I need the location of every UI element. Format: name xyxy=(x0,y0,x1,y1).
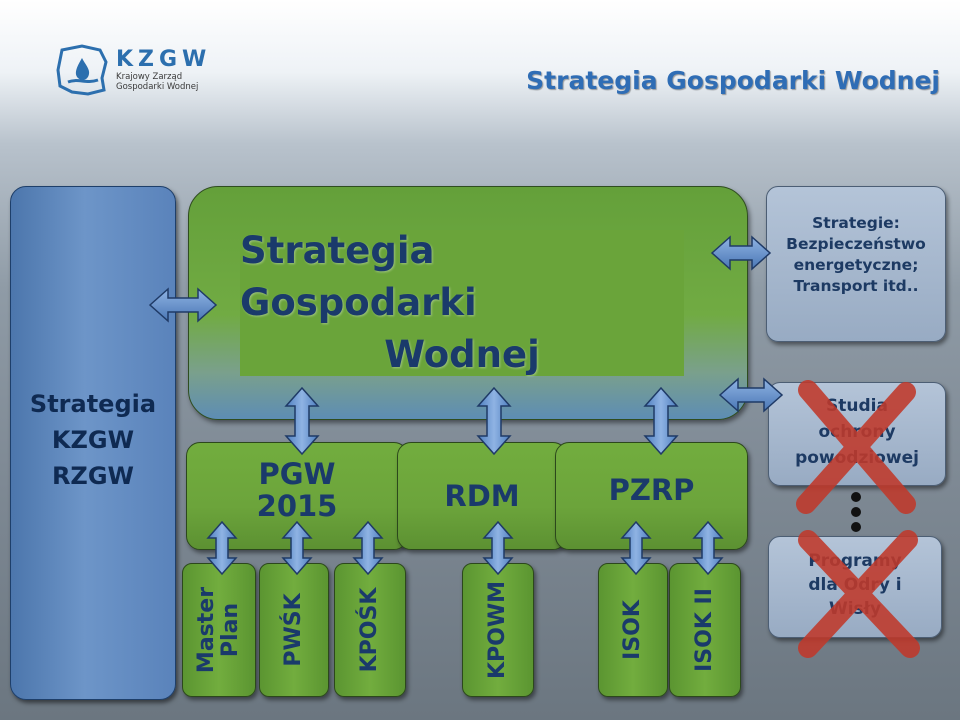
double-arrow-horizontal-icon xyxy=(718,377,784,413)
double-arrow-vertical-icon xyxy=(206,520,238,576)
isok2-box: ISOK II xyxy=(669,563,741,697)
red-cross-icon xyxy=(798,530,920,658)
double-arrow-vertical-icon xyxy=(482,520,514,576)
pgw-box: PGW 2015 xyxy=(186,442,408,550)
other-strategies-box: Strategie: Bezpieczeństwo energetyczne; … xyxy=(766,186,946,342)
ellipsis-dots-icon xyxy=(851,492,861,532)
double-arrow-vertical-icon xyxy=(476,386,512,456)
rdm-box: RDM xyxy=(397,442,567,550)
red-cross-icon xyxy=(796,380,916,514)
logo-subtitle-line2: Gospodarki Wodnej xyxy=(116,82,199,92)
kzgw-strategy-label: Strategia KZGW RZGW xyxy=(29,390,157,490)
page-title: Strategia Gospodarki Wodnej xyxy=(526,66,940,95)
kpowm-box: KPOWM xyxy=(462,563,534,697)
logo-subtitle-line1: Krajowy Zarząd xyxy=(116,72,183,82)
rdm-label: RDM xyxy=(444,479,520,513)
double-arrow-vertical-icon xyxy=(352,520,384,576)
logo-brand: KZGW xyxy=(116,47,212,72)
pzrp-label: PZRP xyxy=(608,473,695,507)
water-strategy-title-line2: Wodnej xyxy=(384,333,540,376)
pwsk-box: PWŚK xyxy=(259,563,329,697)
other-strategies-label: Strategie: Bezpieczeństwo energetyczne; … xyxy=(786,214,926,295)
water-strategy-title-line1: Strategia Gospodarki xyxy=(240,229,477,324)
kposk-box: KPOŚK xyxy=(334,563,406,697)
double-arrow-vertical-icon xyxy=(284,386,320,456)
double-arrow-horizontal-icon xyxy=(148,287,218,323)
double-arrow-vertical-icon xyxy=(692,520,724,576)
poland-map-icon xyxy=(56,44,108,96)
pgw-label: PGW 2015 xyxy=(256,457,338,523)
master-plan-box: Master Plan xyxy=(182,563,256,697)
double-arrow-horizontal-icon xyxy=(710,235,772,271)
isok-box: ISOK xyxy=(598,563,668,697)
double-arrow-vertical-icon xyxy=(620,520,652,576)
kzgw-logo: KZGW Krajowy Zarząd Gospodarki Wodnej xyxy=(52,42,212,102)
water-strategy-title-panel: Strategia Gospodarki Wodnej xyxy=(240,229,684,376)
kzgw-strategy-box: Strategia KZGW RZGW xyxy=(10,186,176,700)
double-arrow-vertical-icon xyxy=(643,386,679,456)
double-arrow-vertical-icon xyxy=(281,520,313,576)
